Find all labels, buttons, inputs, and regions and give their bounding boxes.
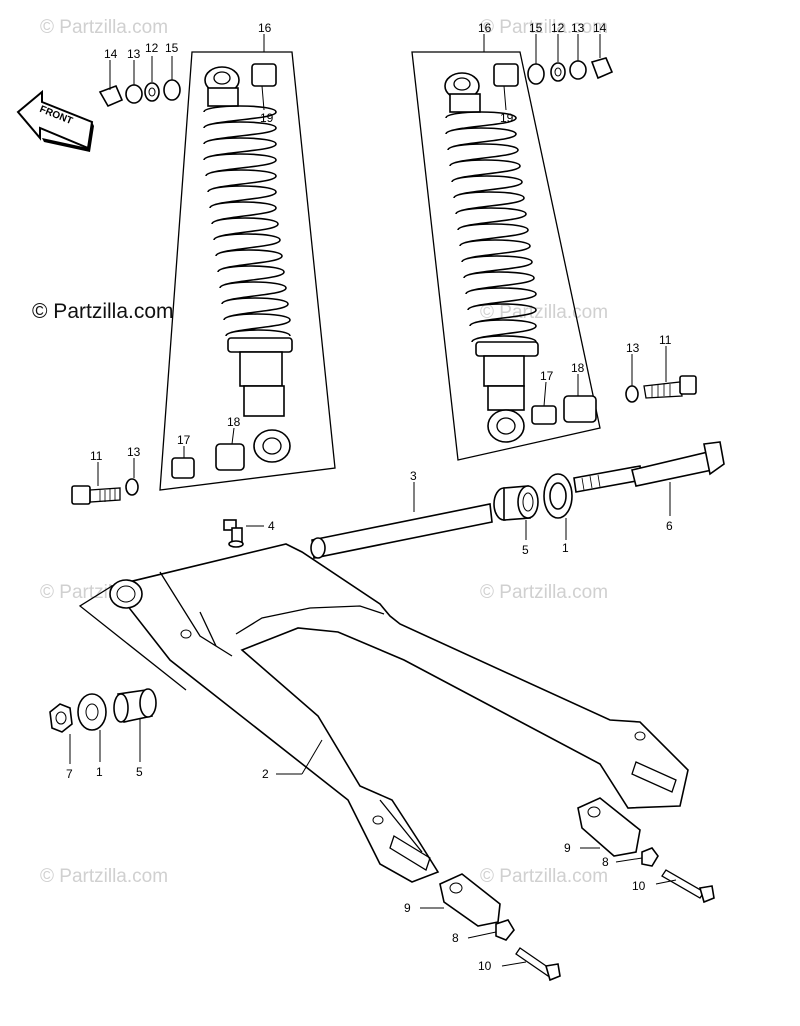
callout-12: 12 <box>551 21 565 35</box>
right-top-hardware <box>527 57 614 85</box>
callout-12: 12 <box>145 41 159 55</box>
callout-4: 4 <box>268 519 275 533</box>
callout-numbers: 16 16 14 13 12 15 15 12 13 14 19 19 17 1… <box>66 21 673 973</box>
pivot-bolt <box>573 441 725 493</box>
callout-5: 5 <box>522 543 529 557</box>
callout-14: 14 <box>593 21 607 35</box>
callout-8: 8 <box>602 855 609 869</box>
left-top-hardware <box>98 79 181 108</box>
callout-11: 11 <box>90 449 103 463</box>
callout-9: 9 <box>404 901 411 915</box>
watermark: © Partzilla.com <box>480 582 608 603</box>
watermark-main: © Partzilla.com <box>32 300 174 323</box>
callout-10: 10 <box>478 959 492 973</box>
watermark: © Partzilla.com <box>480 17 608 38</box>
watermark: © Partzilla.com <box>40 17 168 38</box>
callout-18: 18 <box>571 361 585 375</box>
right-shock-panel <box>411 51 601 461</box>
callout-10: 10 <box>632 879 646 893</box>
callout-13: 13 <box>127 47 141 61</box>
grease-fitting <box>223 519 244 548</box>
faded-watermarks: © Partzilla.com © Partzilla.com © Partzi… <box>40 17 608 887</box>
leader-lines <box>69 34 677 967</box>
callout-16: 16 <box>478 21 492 35</box>
upper-bushing <box>493 485 539 521</box>
callout-18: 18 <box>227 415 241 429</box>
swing-arm <box>109 543 689 883</box>
callout-16: 16 <box>258 21 272 35</box>
callout-17: 17 <box>540 369 554 383</box>
watermark: © Partzilla.com <box>40 866 168 887</box>
left-shock-panel <box>159 51 336 491</box>
callout-7: 7 <box>66 767 73 781</box>
callout-2: 2 <box>262 767 269 781</box>
upper-seal <box>543 473 573 519</box>
callout-3: 3 <box>410 469 417 483</box>
callout-15: 15 <box>529 21 543 35</box>
callout-19: 19 <box>260 111 274 125</box>
callout-5: 5 <box>136 765 143 779</box>
callout-15: 15 <box>165 41 179 55</box>
right-bolt <box>625 375 697 403</box>
pivot-shaft <box>310 503 493 559</box>
right-chain-adjuster <box>577 797 715 904</box>
front-arrow-icon: FRONT <box>16 89 94 152</box>
callout-9: 9 <box>564 841 571 855</box>
left-chain-adjuster <box>439 873 561 982</box>
callout-17: 17 <box>177 433 191 447</box>
callout-14: 14 <box>104 47 118 61</box>
callout-13: 13 <box>127 445 141 459</box>
left-pivot-parts <box>49 688 157 733</box>
callout-13: 13 <box>626 341 640 355</box>
callout-6: 6 <box>666 519 673 533</box>
callout-19: 19 <box>500 111 514 125</box>
callout-1: 1 <box>96 765 103 779</box>
left-bolt <box>71 478 139 505</box>
callout-11: 11 <box>659 333 672 347</box>
callout-1: 1 <box>562 541 569 555</box>
right-shock-spring <box>445 111 537 343</box>
callout-8: 8 <box>452 931 459 945</box>
watermark: © Partzilla.com <box>480 866 608 887</box>
callout-13: 13 <box>571 21 585 35</box>
left-shock-spring <box>203 105 291 337</box>
